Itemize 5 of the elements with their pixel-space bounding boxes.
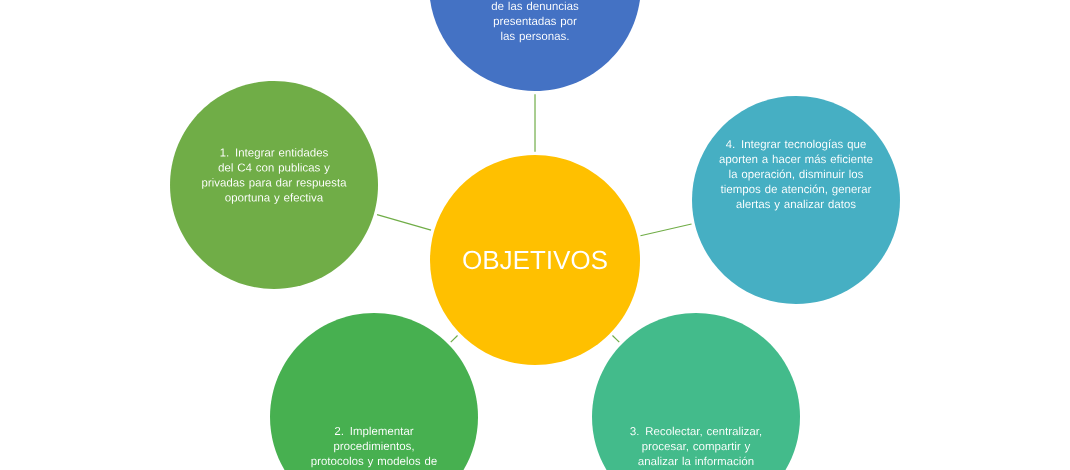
connector-line <box>534 93 536 153</box>
connector-line <box>639 223 693 237</box>
connector-line <box>450 334 459 343</box>
connector-line <box>611 334 620 343</box>
connector-line <box>376 214 432 231</box>
